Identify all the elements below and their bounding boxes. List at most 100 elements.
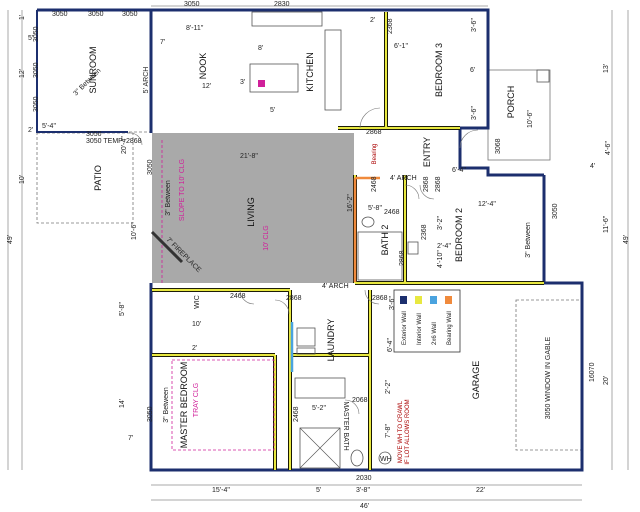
dim-label: 3050: [122, 11, 138, 18]
dim-label: 3050: [184, 1, 200, 8]
dim-label: 3050: [33, 26, 40, 42]
dim-label: 10': [19, 175, 26, 184]
room-label-laundry: LAUNDRY: [326, 319, 336, 362]
dim-label: 5'-4": [42, 123, 56, 130]
dim-label: 2868: [399, 250, 406, 266]
legend-label-bearing: Bearing Wall: [447, 311, 453, 345]
master-toilet: [350, 449, 364, 467]
dim-label: 2': [370, 17, 375, 24]
dim-label: 2030: [356, 475, 372, 482]
dim-label: 8': [258, 45, 263, 52]
bathtub: [357, 231, 403, 281]
note-between-master: 3" Between: [163, 387, 170, 423]
dim-label: 12': [19, 69, 26, 78]
note-slope: SLOPE TO 10' CLG: [179, 159, 186, 221]
sink: [361, 216, 375, 228]
dim-label: 13': [603, 64, 610, 73]
room-label-living: LIVING: [246, 197, 256, 227]
sunroom-walls: [36, 10, 128, 133]
dim-label: 4'-10": [437, 250, 444, 268]
living-area-fill: [152, 133, 354, 283]
dim-label: 3050: [52, 11, 68, 18]
dim-label: 6'-4": [452, 167, 466, 174]
legend-swatch-2x6: [430, 296, 437, 304]
dim-label: 20'-4": [121, 136, 128, 154]
range-marker: [258, 80, 265, 87]
door-swings: [129, 107, 479, 415]
room-label-bedroom-3: BEDROOM 3: [434, 43, 444, 97]
note-arch-sunroom: 5' ARCH: [143, 67, 150, 94]
room-label-garage: GARAGE: [471, 361, 481, 400]
dim-label: 3050: [147, 159, 154, 175]
dim-label: 2468: [230, 293, 246, 300]
room-label-master-bath: MASTER BATH: [342, 401, 349, 450]
porch-post: [536, 69, 550, 83]
dim-label: 5': [270, 107, 275, 114]
dim-label: 2'-4": [437, 243, 451, 250]
dim-label: 3'-6": [389, 296, 396, 310]
patio-outline: [36, 132, 134, 224]
dim-label: 14': [119, 399, 126, 408]
dim-label: 15'-4": [212, 487, 230, 494]
dim-label: 2830: [274, 1, 290, 8]
dim-label: 3050: [33, 62, 40, 78]
washer: [296, 327, 316, 347]
dim-label: 5': [316, 487, 321, 494]
kitchen-island: [249, 63, 299, 93]
legend-label-interior: Interior Wall: [417, 313, 423, 345]
dim-label: 2468: [293, 406, 300, 422]
note-tray-clg: TRAY CLG: [193, 383, 200, 417]
kitchen-counter-right: [324, 29, 342, 111]
dim-label: 10'-6": [131, 222, 138, 240]
dim-label: 7': [160, 39, 165, 46]
note-crawl-1: MOVE WH TO CRAWL: [398, 400, 404, 463]
dim-label: 2868: [423, 176, 430, 192]
fireplace: [150, 230, 184, 264]
dim-label: 2': [28, 127, 33, 134]
dim-label: 16'-2": [347, 194, 354, 212]
dim-label: 2'-2": [385, 380, 392, 394]
bearing-walls: [353, 176, 380, 282]
legend-swatch-bearing: [445, 296, 452, 304]
dryer: [296, 347, 316, 355]
dim-label: 10': [192, 321, 201, 328]
legend-swatch-interior: [415, 296, 422, 304]
note-gable-window: 3050 WINDOW IN GABLE: [545, 336, 552, 419]
dim-label: 21'-8": [240, 153, 258, 160]
note-arch-living: 4' ARCH: [322, 283, 349, 290]
dim-label: 3'-6": [471, 106, 478, 120]
dim-label: 2': [192, 345, 197, 352]
room-label-patio: PATIO: [93, 165, 103, 191]
dim-label: 2368: [387, 18, 394, 34]
legend-swatch-exterior: [400, 296, 407, 304]
dim-label: 4': [590, 163, 595, 170]
dim-label: 12': [202, 83, 211, 90]
dim-label: 3050: [33, 96, 40, 112]
legend-label-exterior: Exterior Wall: [402, 311, 408, 345]
dim-label: 3': [240, 79, 245, 86]
room-label-kitchen: KITCHEN: [305, 52, 315, 92]
dim-label: 5'-8": [119, 302, 126, 316]
room-label-master-bedroom: MASTER BEDROOM: [179, 362, 189, 449]
dim-label: 5'-8": [368, 205, 382, 212]
note-between-living: 3" Between: [165, 180, 172, 216]
room-label-nook: NOOK: [198, 53, 208, 80]
dim-label: 49': [623, 235, 630, 244]
dim-label: 3050: [86, 131, 102, 138]
room-label-bath-2: BATH 2: [380, 225, 390, 256]
dimension-lines: [7, 5, 629, 501]
dim-label: 3050: [552, 203, 559, 219]
dim-label: 11'-6": [603, 215, 610, 233]
dim-label: 3050: [88, 11, 104, 18]
room-label-wic: WIC: [194, 295, 201, 309]
dim-label: 2868: [366, 129, 382, 136]
note-bearing: Bearing: [372, 144, 378, 165]
dim-label: 6'-4": [387, 338, 394, 352]
dim-label: 3050: [147, 406, 154, 422]
dim-label: 2468: [371, 176, 378, 192]
dim-label: 2068: [352, 397, 368, 404]
dim-label: 12'-4": [478, 201, 496, 208]
room-label-sunroom: SUNROOM: [88, 47, 98, 94]
dim-label: 2868: [286, 295, 302, 302]
dim-label: 6'-1": [394, 43, 408, 50]
